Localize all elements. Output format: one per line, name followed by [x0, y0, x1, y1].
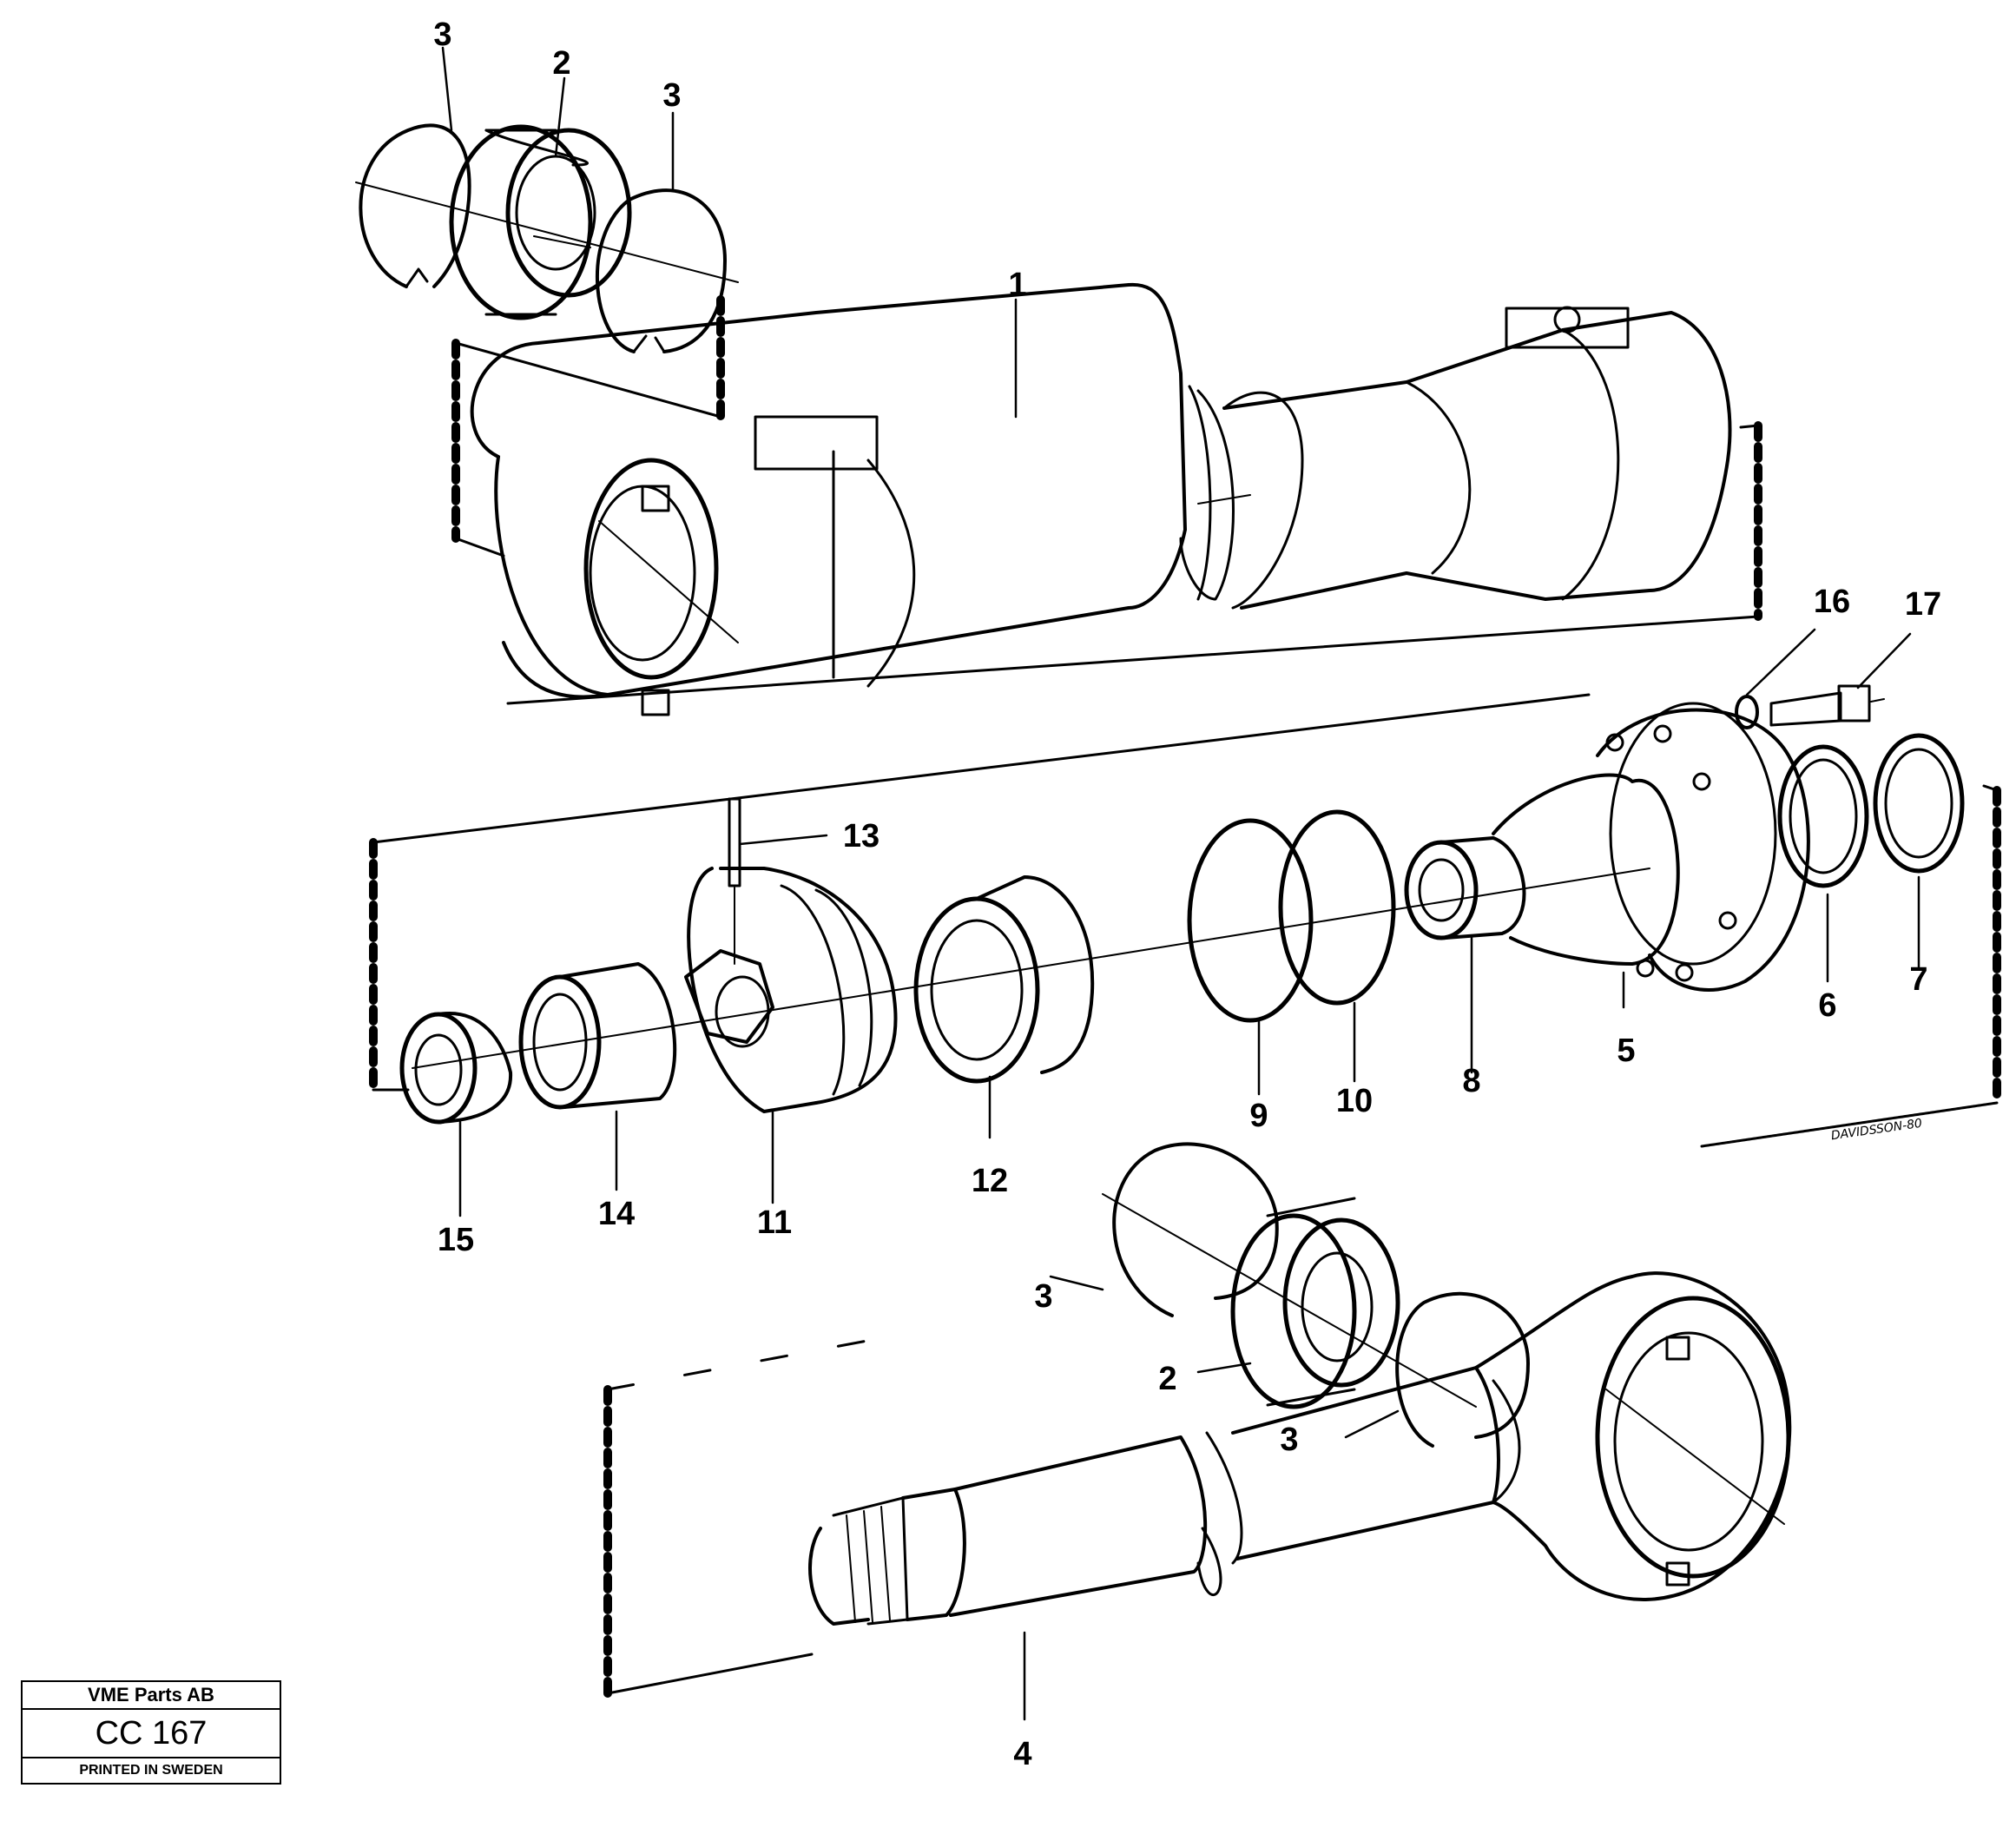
bottom-circlip-right — [1395, 1291, 1530, 1448]
bottom-circlip-left — [1112, 1142, 1279, 1317]
part-13-pin — [728, 797, 741, 965]
part-4-piston-rod — [808, 1271, 1792, 1626]
part-11-piston — [684, 867, 898, 1113]
title-stamp: VME Parts AB CC 167 PRINTED IN SWEDEN — [21, 1680, 281, 1785]
callout-numbers: 3 2 3 1 16 17 13 7 6 5 8 10 9 12 11 14 1… — [433, 16, 1941, 1772]
bottom-bearing — [1230, 1197, 1400, 1409]
callout-6: 6 — [1818, 987, 1836, 1024]
callout-3-bottom-upper: 3 — [1034, 1278, 1052, 1315]
part-14-sleeve — [518, 962, 677, 1110]
part-10-o-ring — [1278, 809, 1396, 1006]
top-bearing — [449, 124, 632, 320]
top-bearing-group — [355, 123, 739, 353]
callout-9: 9 — [1249, 1098, 1268, 1134]
part-17-bleed-screw — [1769, 684, 1885, 727]
callout-17: 17 — [1905, 586, 1941, 623]
stamp-code: CC 167 — [23, 1710, 280, 1758]
leader-lines — [441, 46, 1920, 1721]
callout-2-top: 2 — [552, 45, 570, 82]
callout-1: 1 — [1008, 267, 1026, 303]
callout-10: 10 — [1336, 1083, 1373, 1119]
callout-3-top-left: 3 — [433, 16, 451, 53]
cylinder-barrel — [470, 282, 1732, 716]
part-16-washer — [1735, 695, 1759, 729]
part-6-seal — [1777, 744, 1869, 888]
callout-7: 7 — [1909, 961, 1927, 998]
callout-8: 8 — [1462, 1063, 1480, 1099]
callout-3-bottom-lower: 3 — [1280, 1422, 1298, 1458]
callout-2-bottom: 2 — [1158, 1361, 1176, 1397]
callout-5: 5 — [1617, 1033, 1635, 1069]
callout-14: 14 — [598, 1196, 635, 1232]
stamp-company: VME Parts AB — [23, 1682, 280, 1710]
stamp-printed: PRINTED IN SWEDEN — [79, 1763, 223, 1778]
part-7-wiper — [1873, 733, 1965, 874]
top-circlip-right — [596, 188, 727, 353]
callout-4: 4 — [1013, 1736, 1031, 1772]
callout-12: 12 — [972, 1163, 1008, 1199]
callout-16: 16 — [1814, 584, 1850, 620]
part-8-guide — [1404, 836, 1526, 940]
part-12-seal — [913, 875, 1095, 1084]
part-9-o-ring — [1187, 818, 1314, 1023]
part-15-lock-nut — [399, 1011, 513, 1125]
callout-15: 15 — [438, 1222, 474, 1258]
top-circlip-left — [359, 123, 471, 288]
barrel-dash-brackets — [369, 295, 2001, 1698]
callout-11: 11 — [757, 1204, 792, 1241]
callout-3-top-right: 3 — [662, 77, 681, 114]
callout-13: 13 — [843, 818, 880, 854]
part-5-cylinder-head — [1492, 702, 1810, 992]
